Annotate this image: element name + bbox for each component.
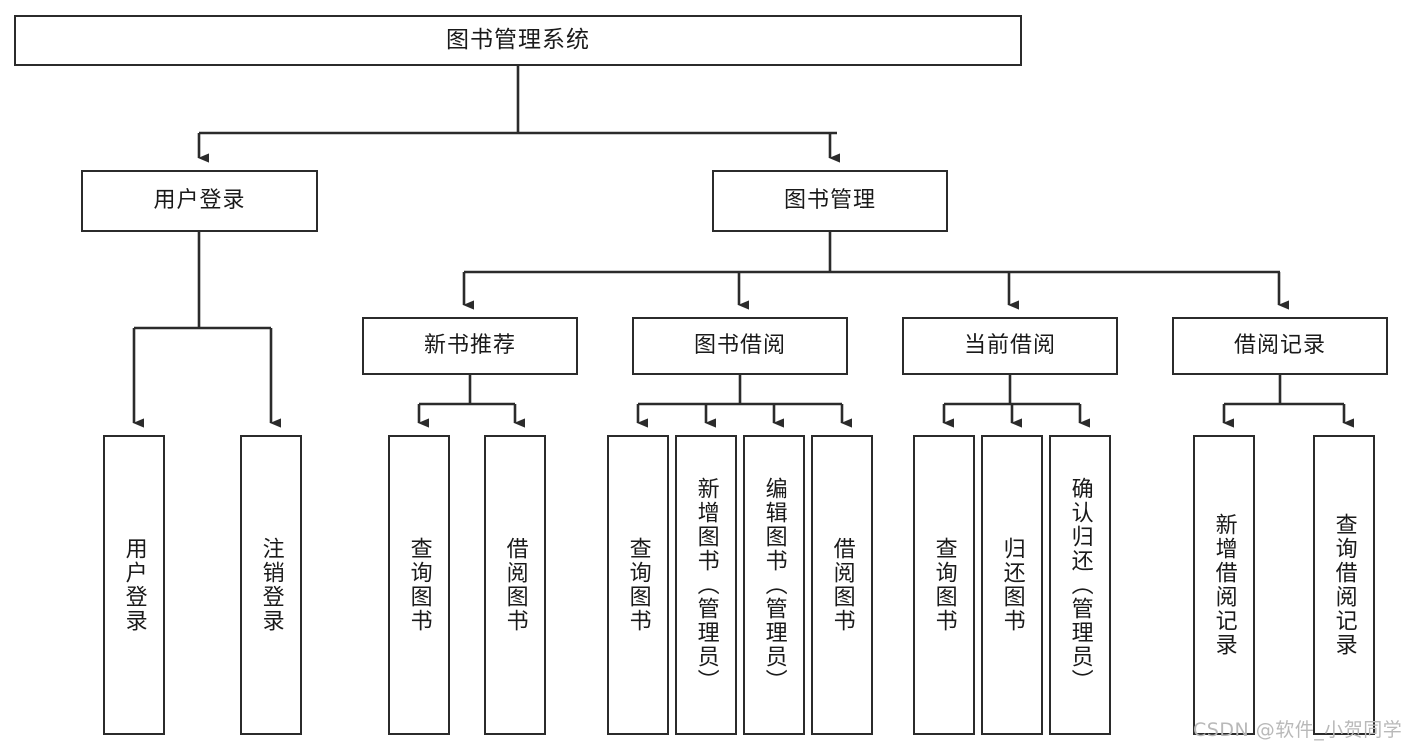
leaf-add-borrow-record[interactable]: 新增借阅记录 (1193, 435, 1255, 735)
csdn-watermark: CSDN @软件_小贺同学 (1193, 719, 1403, 741)
node-book-borrow[interactable]: 图书借阅 (632, 317, 848, 375)
leaf-borrow-book[interactable]: 借阅图书 (811, 435, 873, 735)
edges-newbook-to-leaves (417, 375, 525, 428)
leaf-edit-book-admin[interactable]: 编辑图书（管理员） (743, 435, 805, 735)
leaf-query-book-borrow[interactable]: 查询图书 (607, 435, 669, 735)
node-label: 编辑图书（管理员） (761, 477, 787, 693)
leaf-query-book-current[interactable]: 查询图书 (913, 435, 975, 735)
node-label: 借阅图书 (829, 537, 855, 633)
leaf-borrow-book-recommend[interactable]: 借阅图书 (484, 435, 546, 735)
leaf-return-book[interactable]: 归还图书 (981, 435, 1043, 735)
leaf-user-login[interactable]: 用户登录 (103, 435, 165, 735)
node-borrow-records[interactable]: 借阅记录 (1172, 317, 1388, 375)
node-label: 查询图书 (931, 537, 957, 633)
leaf-logout[interactable]: 注销登录 (240, 435, 302, 735)
node-label: 借阅记录 (1233, 332, 1326, 358)
node-label: 查询图书 (406, 537, 432, 633)
node-label: 新书推荐 (423, 332, 516, 358)
edges-userlogin-to-leaves (132, 232, 281, 428)
leaf-add-book-admin[interactable]: 新增图书（管理员） (675, 435, 737, 735)
node-current-borrow[interactable]: 当前借阅 (902, 317, 1118, 375)
node-label: 新增借阅记录 (1211, 513, 1237, 657)
node-label: 用户登录 (153, 187, 246, 213)
node-label: 图书管理系统 (446, 26, 590, 53)
edges-current-to-leaves (942, 375, 1090, 428)
node-label: 注销登录 (258, 537, 284, 633)
node-label: 图书借阅 (693, 332, 786, 358)
edges-borrow-to-leaves (636, 375, 852, 428)
node-label: 用户登录 (121, 537, 147, 633)
node-book-management[interactable]: 图书管理 (712, 170, 948, 232)
node-label: 当前借阅 (963, 332, 1056, 358)
node-user-login[interactable]: 用户登录 (81, 170, 318, 232)
edges-root-to-level2 (197, 66, 840, 163)
leaf-query-book-recommend[interactable]: 查询图书 (388, 435, 450, 735)
node-label: 确认归还（管理员） (1067, 477, 1093, 693)
leaf-confirm-return-admin[interactable]: 确认归还（管理员） (1049, 435, 1111, 735)
leaf-query-borrow-record[interactable]: 查询借阅记录 (1313, 435, 1375, 735)
node-label: 查询借阅记录 (1331, 513, 1357, 657)
edges-records-to-leaves (1222, 375, 1354, 428)
node-label: 新增图书（管理员） (693, 477, 719, 693)
node-label: 查询图书 (625, 537, 651, 633)
node-label: 图书管理 (783, 187, 876, 213)
node-label: 借阅图书 (502, 537, 528, 633)
node-new-book-recommend[interactable]: 新书推荐 (362, 317, 578, 375)
edges-bookmgmt-to-level3 (462, 232, 1289, 310)
node-root-system[interactable]: 图书管理系统 (14, 15, 1022, 66)
node-label: 归还图书 (999, 537, 1025, 633)
